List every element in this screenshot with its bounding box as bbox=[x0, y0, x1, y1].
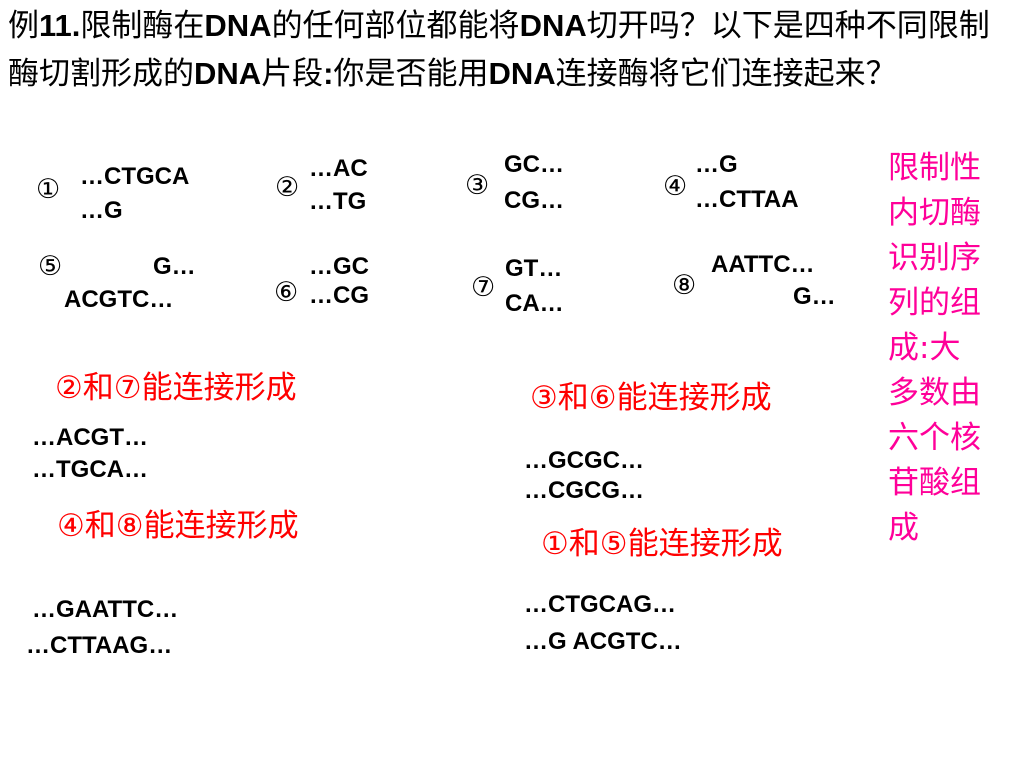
fragment-6-number: ⑥ bbox=[274, 277, 299, 308]
fragment-8-bottom-strand: G… bbox=[793, 283, 836, 310]
result-1-and-5-label: ①和⑤能连接形成 bbox=[541, 526, 783, 562]
fragment-7-number: ⑦ bbox=[471, 272, 496, 303]
fragment-1-top-strand: …CTGCA bbox=[80, 163, 190, 190]
fragment-4-number: ④ bbox=[663, 171, 688, 202]
fragment-4-bottom-strand: …CTTAA bbox=[695, 186, 799, 213]
result-4-and-8-bottom-strand: …CTTAAG… bbox=[26, 632, 173, 659]
result-4-and-8-top-strand: …GAATTC… bbox=[32, 596, 179, 623]
fragment-7-bottom-strand: CA… bbox=[505, 290, 564, 317]
result-4-and-8-label: ④和⑧能连接形成 bbox=[57, 508, 299, 544]
fragment-5-top-strand: G… bbox=[153, 253, 196, 280]
fragment-6-bottom-strand: …CG bbox=[309, 282, 369, 309]
fragment-3-top-strand: GC… bbox=[504, 151, 564, 178]
fragment-3-bottom-strand: CG… bbox=[504, 187, 564, 214]
fragment-1-bottom-strand: …G bbox=[80, 197, 123, 224]
fragment-8-top-strand: AATTC… bbox=[711, 251, 815, 278]
result-1-and-5-top-strand: …CTGCAG… bbox=[524, 591, 676, 618]
fragment-2-top-strand: …AC bbox=[309, 155, 368, 182]
fragment-8-number: ⑧ bbox=[672, 270, 697, 301]
fragment-5-number: ⑤ bbox=[38, 251, 63, 282]
fragment-6-top-strand: …GC bbox=[309, 253, 369, 280]
fragment-3-number: ③ bbox=[465, 170, 490, 201]
fragment-5-bottom-strand: ACGTC… bbox=[64, 286, 174, 313]
result-3-and-6-top-strand: …GCGC… bbox=[524, 447, 644, 474]
side-note: 限制性内切酶识别序列的组成:大多数由六个核苷酸组成 bbox=[888, 150, 981, 546]
result-2-and-7-bottom-strand: …TGCA… bbox=[32, 456, 148, 483]
question-text: 例11.限制酶在DNA的任何部位都能将DNA切开吗？以下是四种不同限制酶切割形成… bbox=[8, 8, 990, 92]
fragment-7-top-strand: GT… bbox=[505, 255, 563, 282]
result-2-and-7-label: ②和⑦能连接形成 bbox=[55, 370, 297, 406]
result-2-and-7-top-strand: …ACGT… bbox=[32, 424, 148, 451]
fragment-4-top-strand: …G bbox=[695, 151, 738, 178]
result-3-and-6-bottom-strand: …CGCG… bbox=[524, 477, 644, 504]
result-3-and-6-label: ③和⑥能连接形成 bbox=[530, 380, 772, 416]
fragment-2-bottom-strand: …TG bbox=[309, 188, 367, 215]
fragment-2-number: ② bbox=[275, 172, 300, 203]
fragment-1-number: ① bbox=[36, 174, 61, 205]
result-1-and-5-bottom-strand: …G ACGTC… bbox=[524, 628, 682, 655]
